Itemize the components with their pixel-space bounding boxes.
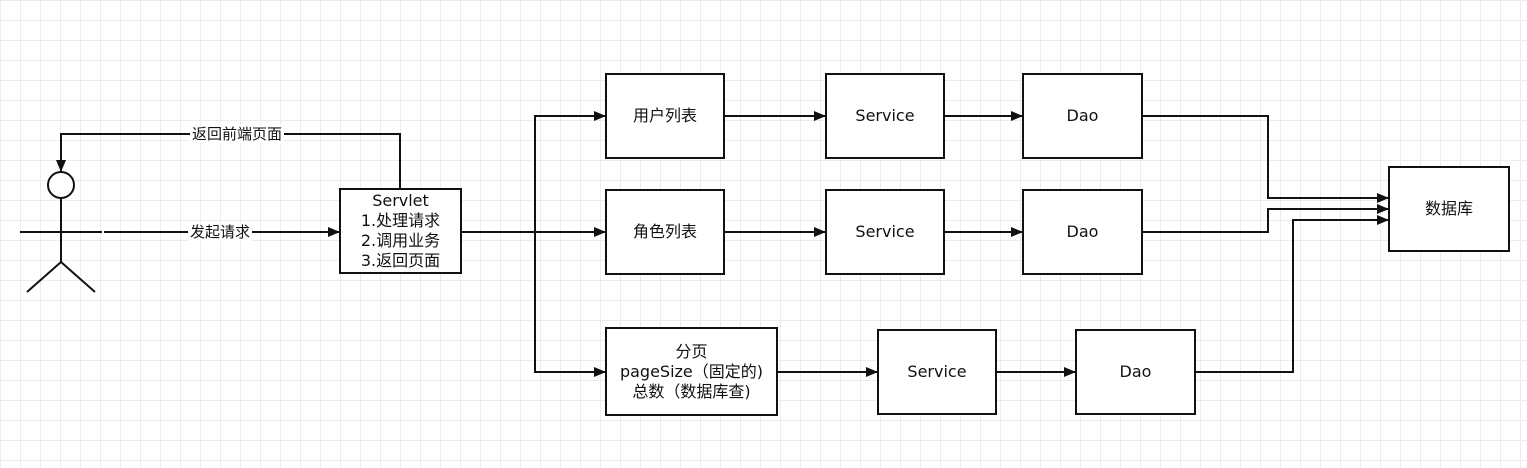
pagination-title: 分页 <box>675 341 708 361</box>
row2-service-label: Service <box>855 222 915 241</box>
row1-dao-box[interactable]: Dao <box>1022 73 1143 159</box>
row3-dao-box[interactable]: Dao <box>1075 329 1196 415</box>
branch-to-user-list <box>534 111 606 232</box>
row3-service-label: Service <box>907 362 967 381</box>
actor-leg-left <box>26 261 62 293</box>
return-label: 返回前端页面 <box>190 125 285 143</box>
row2-dao-label: Dao <box>1066 222 1099 241</box>
actor-figure <box>20 171 102 293</box>
database-label: 数据库 <box>1424 199 1473 218</box>
branch-to-pagination <box>534 232 606 377</box>
servlet-title: Servlet <box>372 191 429 210</box>
row1-dao-label: Dao <box>1066 106 1099 125</box>
user-list-box[interactable]: 用户列表 <box>605 73 725 159</box>
row1-service-box[interactable]: Service <box>825 73 945 159</box>
pagination-total-count: 总数（数据库查) <box>632 381 751 401</box>
servlet-step-3: 3.返回页面 <box>360 251 441 270</box>
actor-leg-right <box>60 261 96 293</box>
row2-service-box[interactable]: Service <box>825 189 945 275</box>
row1-service-label: Service <box>855 106 915 125</box>
role-list-box[interactable]: 角色列表 <box>605 189 725 275</box>
actor-head <box>47 171 75 199</box>
role-list-label: 角色列表 <box>632 222 697 241</box>
pagination-box[interactable]: 分页 pageSize（固定的) 总数（数据库查) <box>605 327 778 416</box>
row3-service-box[interactable]: Service <box>877 329 997 415</box>
row2-dao-to-db <box>1143 204 1389 233</box>
servlet-step-1: 1.处理请求 <box>360 211 441 230</box>
row3-dao-to-db <box>1196 215 1389 373</box>
database-box[interactable]: 数据库 <box>1388 166 1510 252</box>
servlet-box[interactable]: Servlet 1.处理请求 2.调用业务 3.返回页面 <box>339 188 462 274</box>
request-label: 发起请求 <box>188 223 253 241</box>
row2-dao-box[interactable]: Dao <box>1022 189 1143 275</box>
user-list-label: 用户列表 <box>632 106 697 125</box>
row1-dao-to-db <box>1143 115 1389 203</box>
servlet-step-2: 2.调用业务 <box>360 231 441 250</box>
pagination-page-size: pageSize（固定的) <box>619 361 764 381</box>
row3-dao-label: Dao <box>1119 362 1152 381</box>
